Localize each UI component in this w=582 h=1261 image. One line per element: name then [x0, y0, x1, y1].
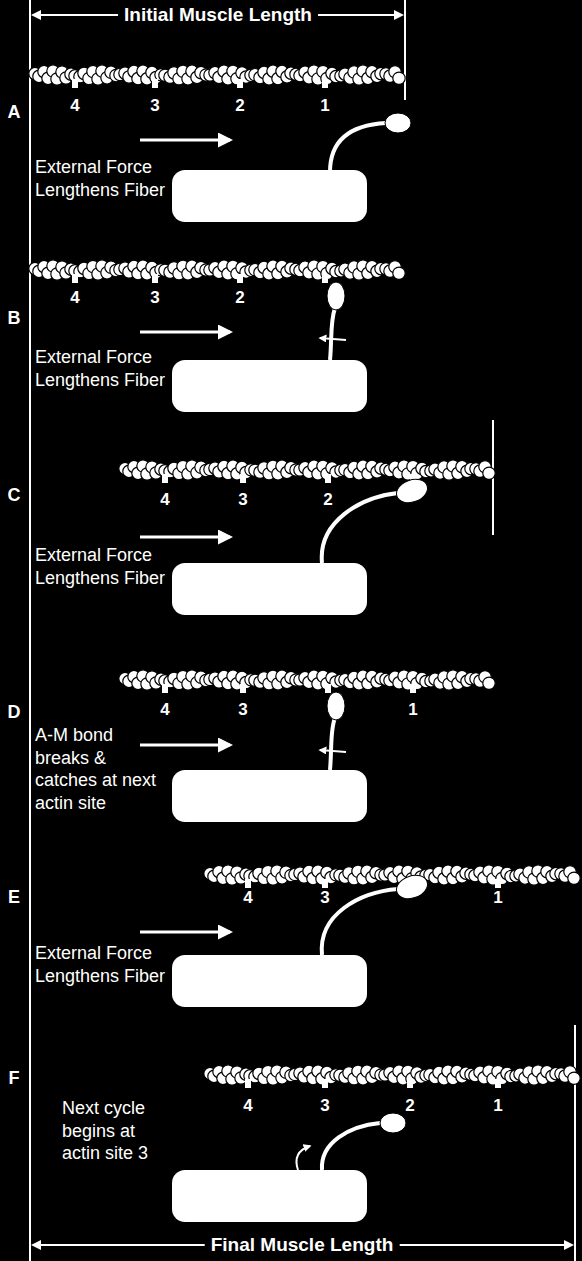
- myosin-filament: [172, 170, 367, 222]
- myosin-filament: [172, 360, 367, 412]
- actin-site: [162, 474, 168, 483]
- sarcomere-panel: [29, 260, 405, 412]
- site-number: 4: [70, 287, 79, 308]
- motion-arrow: [320, 750, 346, 752]
- actin-site: [245, 879, 251, 888]
- panel-letter: B: [8, 307, 21, 330]
- length-marker-line: [404, 0, 406, 100]
- myosin-filament: [172, 955, 367, 1007]
- myosin-neck: [330, 123, 386, 172]
- site-number: 3: [150, 287, 159, 308]
- site-number: 1: [408, 699, 417, 720]
- actin-site: [495, 1079, 501, 1088]
- myosin-head: [327, 282, 345, 310]
- panel-letter: C: [8, 484, 21, 507]
- actin-site: [322, 879, 328, 888]
- actin-filament: [29, 260, 405, 283]
- actin-site: [322, 1079, 328, 1088]
- site-number: 4: [160, 699, 169, 720]
- actin-site: [237, 274, 243, 283]
- site-number: 3: [238, 489, 247, 510]
- actin-site: [72, 79, 78, 88]
- force-arrow: [140, 139, 230, 142]
- caption: Next cycle begins at actin site 3: [62, 1097, 177, 1165]
- actin-site: [162, 684, 168, 693]
- site-number: 2: [235, 287, 244, 308]
- site-number: 1: [493, 1095, 502, 1116]
- actin-site: [325, 474, 331, 483]
- panel-letter: E: [8, 886, 20, 909]
- actin-filament: [119, 670, 495, 693]
- site-number: 3: [150, 95, 159, 116]
- motion-arrow: [297, 1146, 311, 1170]
- actin-site: [245, 1079, 251, 1088]
- myosin-neck: [330, 718, 335, 770]
- site-number: 2: [323, 489, 332, 510]
- force-arrow: [140, 931, 230, 934]
- actin-filament: [119, 460, 495, 483]
- site-number: 4: [160, 489, 169, 510]
- site-number: 3: [320, 1095, 329, 1116]
- caption: External Force Lengthens Fiber: [35, 346, 170, 391]
- caption: External Force Lengthens Fiber: [35, 544, 170, 589]
- actin-site: [407, 1079, 413, 1088]
- myosin-neck: [322, 493, 398, 563]
- sarcomere-panel: [119, 670, 495, 822]
- sarcomere-panel: [140, 865, 580, 1007]
- actin-site: [240, 474, 246, 483]
- site-number: 1: [320, 95, 329, 116]
- myosin-neck: [322, 889, 398, 955]
- site-number: 3: [238, 699, 247, 720]
- motion-arrow: [320, 338, 346, 340]
- actin-filament: [204, 1065, 580, 1088]
- force-arrow: [140, 744, 230, 747]
- caption: External Force Lengthens Fiber: [35, 156, 170, 201]
- actin-site: [152, 274, 158, 283]
- actin-site: [410, 684, 416, 693]
- caption: A-M bond breaks & catches at next actin …: [35, 724, 167, 814]
- panel-letter: A: [8, 101, 21, 124]
- site-number: 4: [243, 1095, 252, 1116]
- actin-site: [325, 684, 331, 693]
- force-arrow: [140, 331, 230, 334]
- site-number: 1: [493, 887, 502, 908]
- myosin-filament: [172, 770, 367, 822]
- actin-site: [152, 79, 158, 88]
- caption: External Force Lengthens Fiber: [35, 942, 170, 987]
- site-number: 2: [405, 1095, 414, 1116]
- myosin-filament: [172, 1170, 367, 1222]
- panel-letter: D: [8, 701, 21, 724]
- sarcomere-panel: [172, 1065, 580, 1222]
- actin-filament: [204, 865, 580, 888]
- sarcomere-panel: [119, 460, 495, 615]
- dimension-label: Final Muscle Length: [205, 1233, 400, 1257]
- site-number: 4: [70, 95, 79, 116]
- site-number: 2: [235, 95, 244, 116]
- myosin-head: [393, 475, 431, 507]
- actin-filament: [29, 65, 405, 88]
- myosin-neck: [330, 308, 335, 360]
- panel-letter: F: [9, 1067, 20, 1090]
- actin-site: [322, 79, 328, 88]
- myosin-neck: [322, 1123, 380, 1170]
- myosin-head: [380, 1113, 406, 1133]
- actin-site: [72, 274, 78, 283]
- myosin-filament: [172, 563, 367, 615]
- illustration: [29, 0, 580, 1261]
- length-marker-line: [29, 0, 31, 1261]
- actin-site: [237, 79, 243, 88]
- actin-site: [322, 274, 328, 283]
- myosin-head: [327, 692, 345, 720]
- force-arrow: [140, 536, 230, 539]
- site-number: 4: [243, 887, 252, 908]
- site-number: 3: [320, 887, 329, 908]
- sarcomere-panel: [29, 65, 411, 222]
- length-marker-line: [574, 1025, 576, 1261]
- actin-site: [495, 879, 501, 888]
- actin-site: [240, 684, 246, 693]
- myosin-head: [385, 113, 411, 133]
- myosin-head: [393, 871, 431, 903]
- dimension-label: Initial Muscle Length: [118, 3, 318, 27]
